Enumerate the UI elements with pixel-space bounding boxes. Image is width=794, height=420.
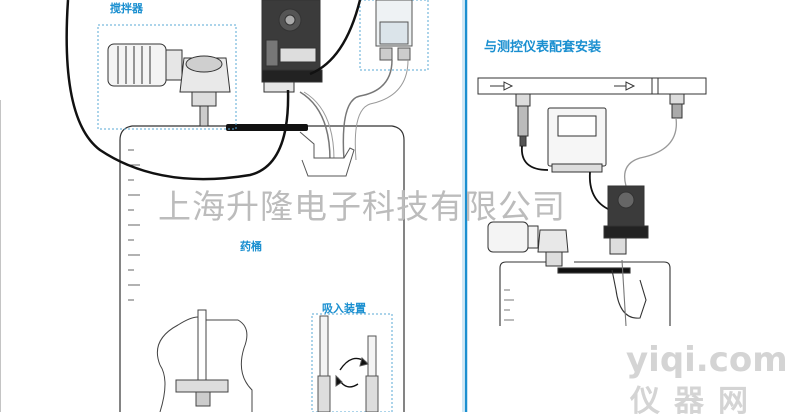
agitator-motor bbox=[107, 43, 231, 127]
process-pipe bbox=[477, 77, 707, 95]
tank-inlet bbox=[299, 131, 355, 177]
hose-2 bbox=[342, 59, 393, 161]
suction-device bbox=[317, 315, 379, 413]
injection-valve bbox=[669, 93, 685, 119]
tank-right bbox=[499, 259, 671, 327]
label-install-with-meter: 与测控仪表配套安装 bbox=[484, 40, 602, 55]
agitator-frame bbox=[97, 24, 237, 130]
sensor-cable bbox=[521, 145, 549, 171]
label-agitator: 搅拌器 bbox=[110, 2, 143, 15]
agitator-shaft-zone bbox=[156, 309, 253, 413]
dosing-pump-right bbox=[603, 185, 649, 255]
dosing-line bbox=[623, 117, 677, 187]
pipe-sensor bbox=[515, 93, 531, 147]
dosing-pump bbox=[261, 0, 323, 93]
watermark-company: 上海升隆电子科技有限公司 bbox=[158, 187, 566, 226]
chemical-vessel bbox=[375, 0, 413, 61]
signal-cable bbox=[588, 171, 611, 211]
label-suction-device: 吸入装置 bbox=[322, 302, 366, 315]
tank-lid-plate bbox=[226, 124, 308, 131]
tank-right-scale bbox=[504, 289, 514, 321]
label-tank: 药桶 bbox=[240, 240, 262, 253]
meter-controller bbox=[547, 107, 607, 173]
tank bbox=[119, 125, 405, 412]
agitator-motor-right bbox=[487, 221, 569, 267]
hose-1 bbox=[299, 91, 331, 161]
tank-scale bbox=[128, 149, 140, 301]
watermark-site: yiqi.com bbox=[626, 340, 788, 380]
vessel-frame bbox=[359, 0, 429, 71]
power-cable bbox=[65, 0, 290, 181]
watermark-site-cn: 仪器网 bbox=[630, 384, 762, 419]
